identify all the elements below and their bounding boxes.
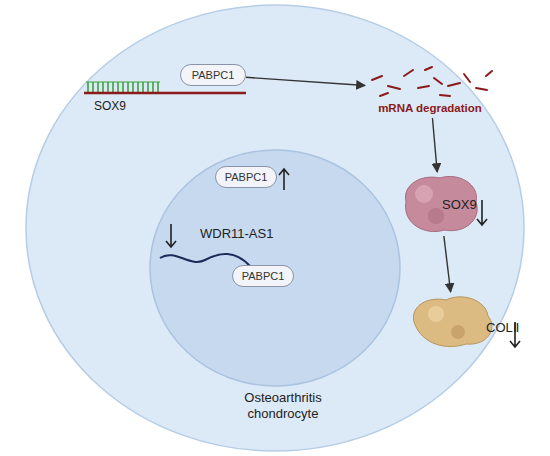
degradation-node: mRNA degradation bbox=[365, 62, 495, 118]
tick-bar bbox=[86, 81, 160, 82]
fragment bbox=[486, 71, 492, 76]
protein-shade bbox=[451, 325, 465, 339]
node-label: COLⅡ bbox=[486, 320, 519, 335]
cell-membrane bbox=[26, 5, 524, 451]
tick-lines bbox=[88, 82, 158, 92]
protein-pill: PABPC1 bbox=[180, 64, 246, 86]
nucleus bbox=[150, 150, 400, 386]
mrna-strand bbox=[84, 92, 246, 95]
gene-label: SOX9 bbox=[94, 99, 126, 113]
up-arrow bbox=[279, 169, 289, 190]
protein-blob: SOX9 bbox=[398, 172, 482, 236]
protein-shade bbox=[428, 208, 444, 224]
protein-blob-body bbox=[413, 297, 491, 347]
node-label: mRNA degradation bbox=[365, 102, 495, 114]
fragment bbox=[440, 95, 450, 96]
down-arrow bbox=[166, 224, 176, 247]
protein-pill: PABPC1 bbox=[215, 166, 277, 188]
fragment bbox=[464, 74, 470, 82]
node-label: PABPC1 bbox=[192, 69, 235, 81]
gene-label: WDR11-AS1 bbox=[200, 226, 273, 241]
protein-blob-body bbox=[405, 176, 477, 231]
cell-label: Osteoarthritis chondrocyte bbox=[223, 390, 343, 422]
protein-pill: PABPC1 bbox=[232, 265, 294, 287]
protein-highlight bbox=[428, 306, 444, 322]
node-label: PABPC1 bbox=[225, 171, 268, 183]
protein-highlight bbox=[415, 185, 433, 203]
node-label: SOX9 bbox=[442, 197, 477, 212]
fragment bbox=[476, 88, 487, 90]
protein-blob: COLⅡ bbox=[408, 292, 500, 348]
node-label: PABPC1 bbox=[242, 270, 285, 282]
